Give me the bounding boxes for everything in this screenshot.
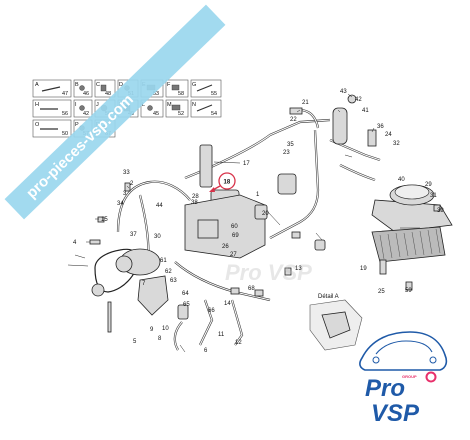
part-label: 22 [290,117,297,123]
legend-letter: M [167,102,172,108]
part-label: 60 [231,224,238,230]
legend-number: 50 [62,131,68,137]
part-label: 39 [437,208,444,214]
svg-text:18: 18 [224,180,231,186]
part-label: 29 [425,182,432,188]
part-label: 5 [133,339,137,345]
legend-number: 47 [62,91,68,97]
part-label: 6 [204,348,208,354]
detail-a-label: Détail A [318,294,339,300]
part-label: 68 [248,286,255,292]
part-label: 12 [235,340,242,346]
legend-number: 48 [105,91,111,97]
legend-letter: H [35,102,39,108]
part-label: 61 [160,258,167,264]
part-label: 11 [218,332,225,338]
part-label: 65 [183,302,190,308]
part-label: 13 [295,266,302,272]
part-label: 30 [154,234,161,240]
legend-number: 52 [178,111,184,117]
legend-number: 42 [83,111,89,117]
part-label: 28 [192,194,199,200]
part-label: 25 [378,289,385,295]
part-label: 37 [130,232,137,238]
legend-letter: B [75,82,79,88]
part-label: 3 [123,191,127,197]
part-label: 2 [130,181,134,187]
legend-letter: P [75,122,79,128]
part-label: 34 [117,201,124,207]
legend-letter: C [96,82,100,88]
part-label: 66 [208,308,215,314]
legend-number: 45 [153,111,159,117]
part-label: 10 [162,326,169,332]
part-label: 64 [182,291,189,297]
legend-letter: N [192,102,196,108]
part-label: 23 [283,150,290,156]
legend-number: 54 [211,111,217,117]
part-label: 9 [150,327,154,333]
part-label: 36 [377,124,384,130]
ghost-watermark: Pro VSP [225,260,312,285]
brand-vsp: VSP [371,400,420,427]
part-label: 7 [142,281,146,287]
part-label: 8 [158,336,162,342]
legend-letter: I [75,102,77,108]
part-label: 21 [302,100,309,106]
legend-letter: L [142,102,145,108]
part-label: 14 [224,301,231,307]
part-label: 4 [73,240,77,246]
part-label: 38 [191,200,198,206]
legend-number: 53 [153,91,159,97]
part-label: 32 [393,141,400,147]
legend-letter: J [96,102,99,108]
part-label: 62 [165,269,172,275]
legend-number: 58 [178,91,184,97]
part-label: 59 [405,288,412,294]
legend-letter: F [167,82,171,88]
leader-lines [67,93,420,353]
part-label: 20 [262,211,269,217]
part-label: 31 [430,193,437,199]
part-label: 27 [230,252,237,258]
part-label: 43 [340,89,347,95]
legend-number: 55 [211,91,217,97]
legend-number: 46 [83,91,89,97]
brand-logo: GROUP Pro VSP [359,331,448,427]
legend-letter: G [192,82,196,88]
legend-letter: A [35,82,39,88]
part-label: 35 [287,142,294,148]
legend-letter: O [35,122,40,128]
parts [89,94,453,333]
legend-number: 56 [62,111,68,117]
part-label: 17 [243,161,250,167]
part-number-labels: 43 42 41 21 22 23 35 36 24 32 17 38 1 20… [73,89,444,354]
detail-a-inset: Détail A [309,294,363,351]
part-label: 69 [232,233,239,239]
brand-tagline: GROUP [402,374,417,379]
part-label: 24 [385,132,392,138]
part-label: 41 [362,108,369,114]
part-label: 19 [360,266,367,272]
part-label: 44 [156,203,163,209]
part-label: 15 [101,217,108,223]
part-label: 26 [222,244,229,250]
legend-letter: D [119,82,123,88]
highlighted-callout-18[interactable]: 18 [209,172,236,192]
part-label: 42 [355,97,362,103]
part-label: 63 [170,278,177,284]
part-label: 33 [123,170,130,176]
svg-text:Pro VSP: Pro VSP [225,260,312,285]
brand-pro: Pro [365,375,405,402]
part-label: 1 [256,192,260,198]
part-label: 40 [398,177,405,183]
